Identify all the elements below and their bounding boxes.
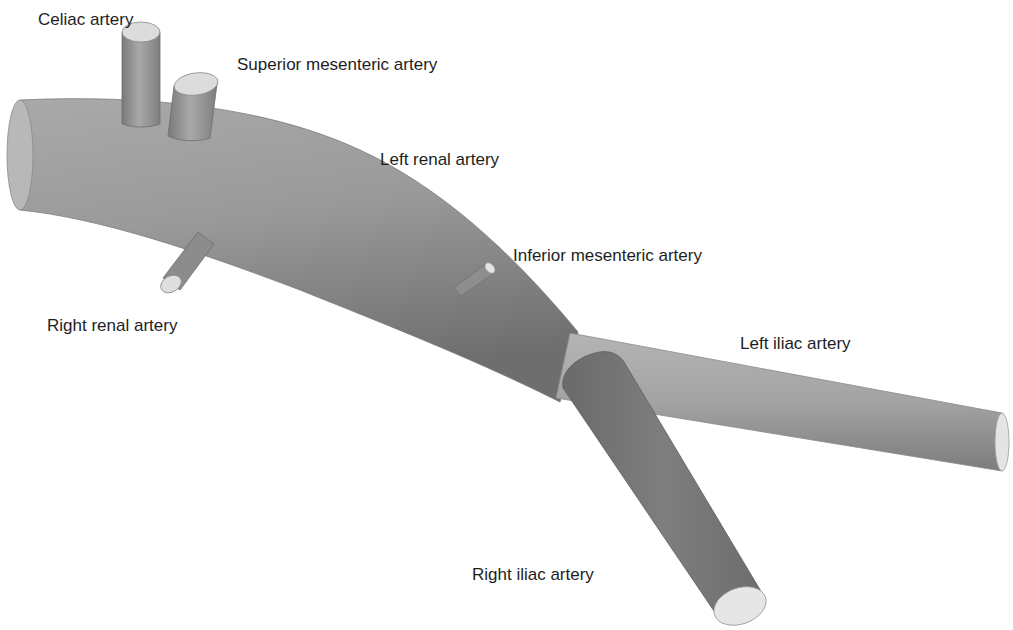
right-renal-artery	[157, 232, 214, 296]
part-label: Right iliac artery	[472, 565, 594, 585]
celiac-artery	[122, 22, 160, 127]
part-label: Left iliac artery	[740, 334, 851, 354]
part-label: Inferior mesenteric artery	[513, 246, 702, 266]
inferior-mesenteric-artery	[454, 261, 497, 296]
abdominal-aorta	[7, 99, 578, 402]
part-label: Celiac artery	[38, 10, 133, 30]
superior-mesenteric-artery	[168, 70, 219, 141]
part-label: Right renal artery	[47, 316, 177, 336]
part-label: Left renal artery	[380, 150, 499, 170]
part-label: Superior mesenteric artery	[237, 55, 437, 75]
right-iliac-artery	[563, 352, 772, 630]
